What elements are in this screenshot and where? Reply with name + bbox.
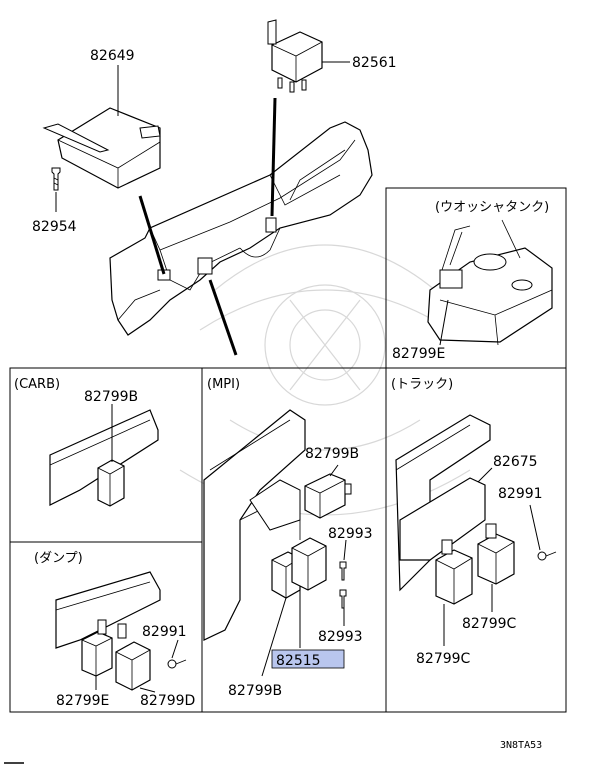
label-82991-dump: 82991 xyxy=(142,624,187,640)
section-label-washer-tank: (ウオッシャタンク) xyxy=(435,200,549,215)
leader-arrows xyxy=(138,97,277,356)
dump-relays xyxy=(55,571,187,693)
mpi-bracket-and-relays xyxy=(203,409,352,677)
dashboard-panel xyxy=(109,121,373,336)
label-82675: 82675 xyxy=(493,454,538,470)
truck-panel xyxy=(385,367,567,713)
label-82799e-dump: 82799E xyxy=(56,693,109,709)
label-82991-truck: 82991 xyxy=(498,486,543,502)
label-82799c-upper: 82799C xyxy=(462,616,517,632)
label-82799e-tank: 82799E xyxy=(392,346,445,362)
label-82515[interactable]: 82515 xyxy=(276,653,321,669)
label-82799b-carb: 82799B xyxy=(84,389,138,405)
washer-tank xyxy=(427,219,553,346)
section-label-mpi: (MPI) xyxy=(207,377,240,392)
part-82954-screw xyxy=(51,167,61,212)
section-label-dump: (ダンプ) xyxy=(34,551,83,566)
label-82993-upper: 82993 xyxy=(328,526,373,542)
label-82799b-mpi-bottom: 82799B xyxy=(228,683,282,699)
part-82649-module xyxy=(42,65,161,189)
label-82799d: 82799D xyxy=(140,693,195,709)
section-label-carb: (CARB) xyxy=(14,377,60,392)
carb-relay xyxy=(49,404,159,507)
label-82993-lower: 82993 xyxy=(318,629,363,645)
label-82799c-lower: 82799C xyxy=(416,651,471,667)
label-82954: 82954 xyxy=(32,219,77,235)
truck-bracket-and-relays xyxy=(395,414,557,646)
part-82561-relay xyxy=(267,19,350,93)
diagram-code: 3N8TA53 xyxy=(500,740,542,751)
section-label-truck: (トラック) xyxy=(391,377,453,392)
highlight-82515 xyxy=(271,649,345,669)
label-82799b-mpi-top: 82799B xyxy=(305,446,359,462)
label-82561: 82561 xyxy=(352,55,397,71)
label-82649: 82649 xyxy=(90,48,135,64)
